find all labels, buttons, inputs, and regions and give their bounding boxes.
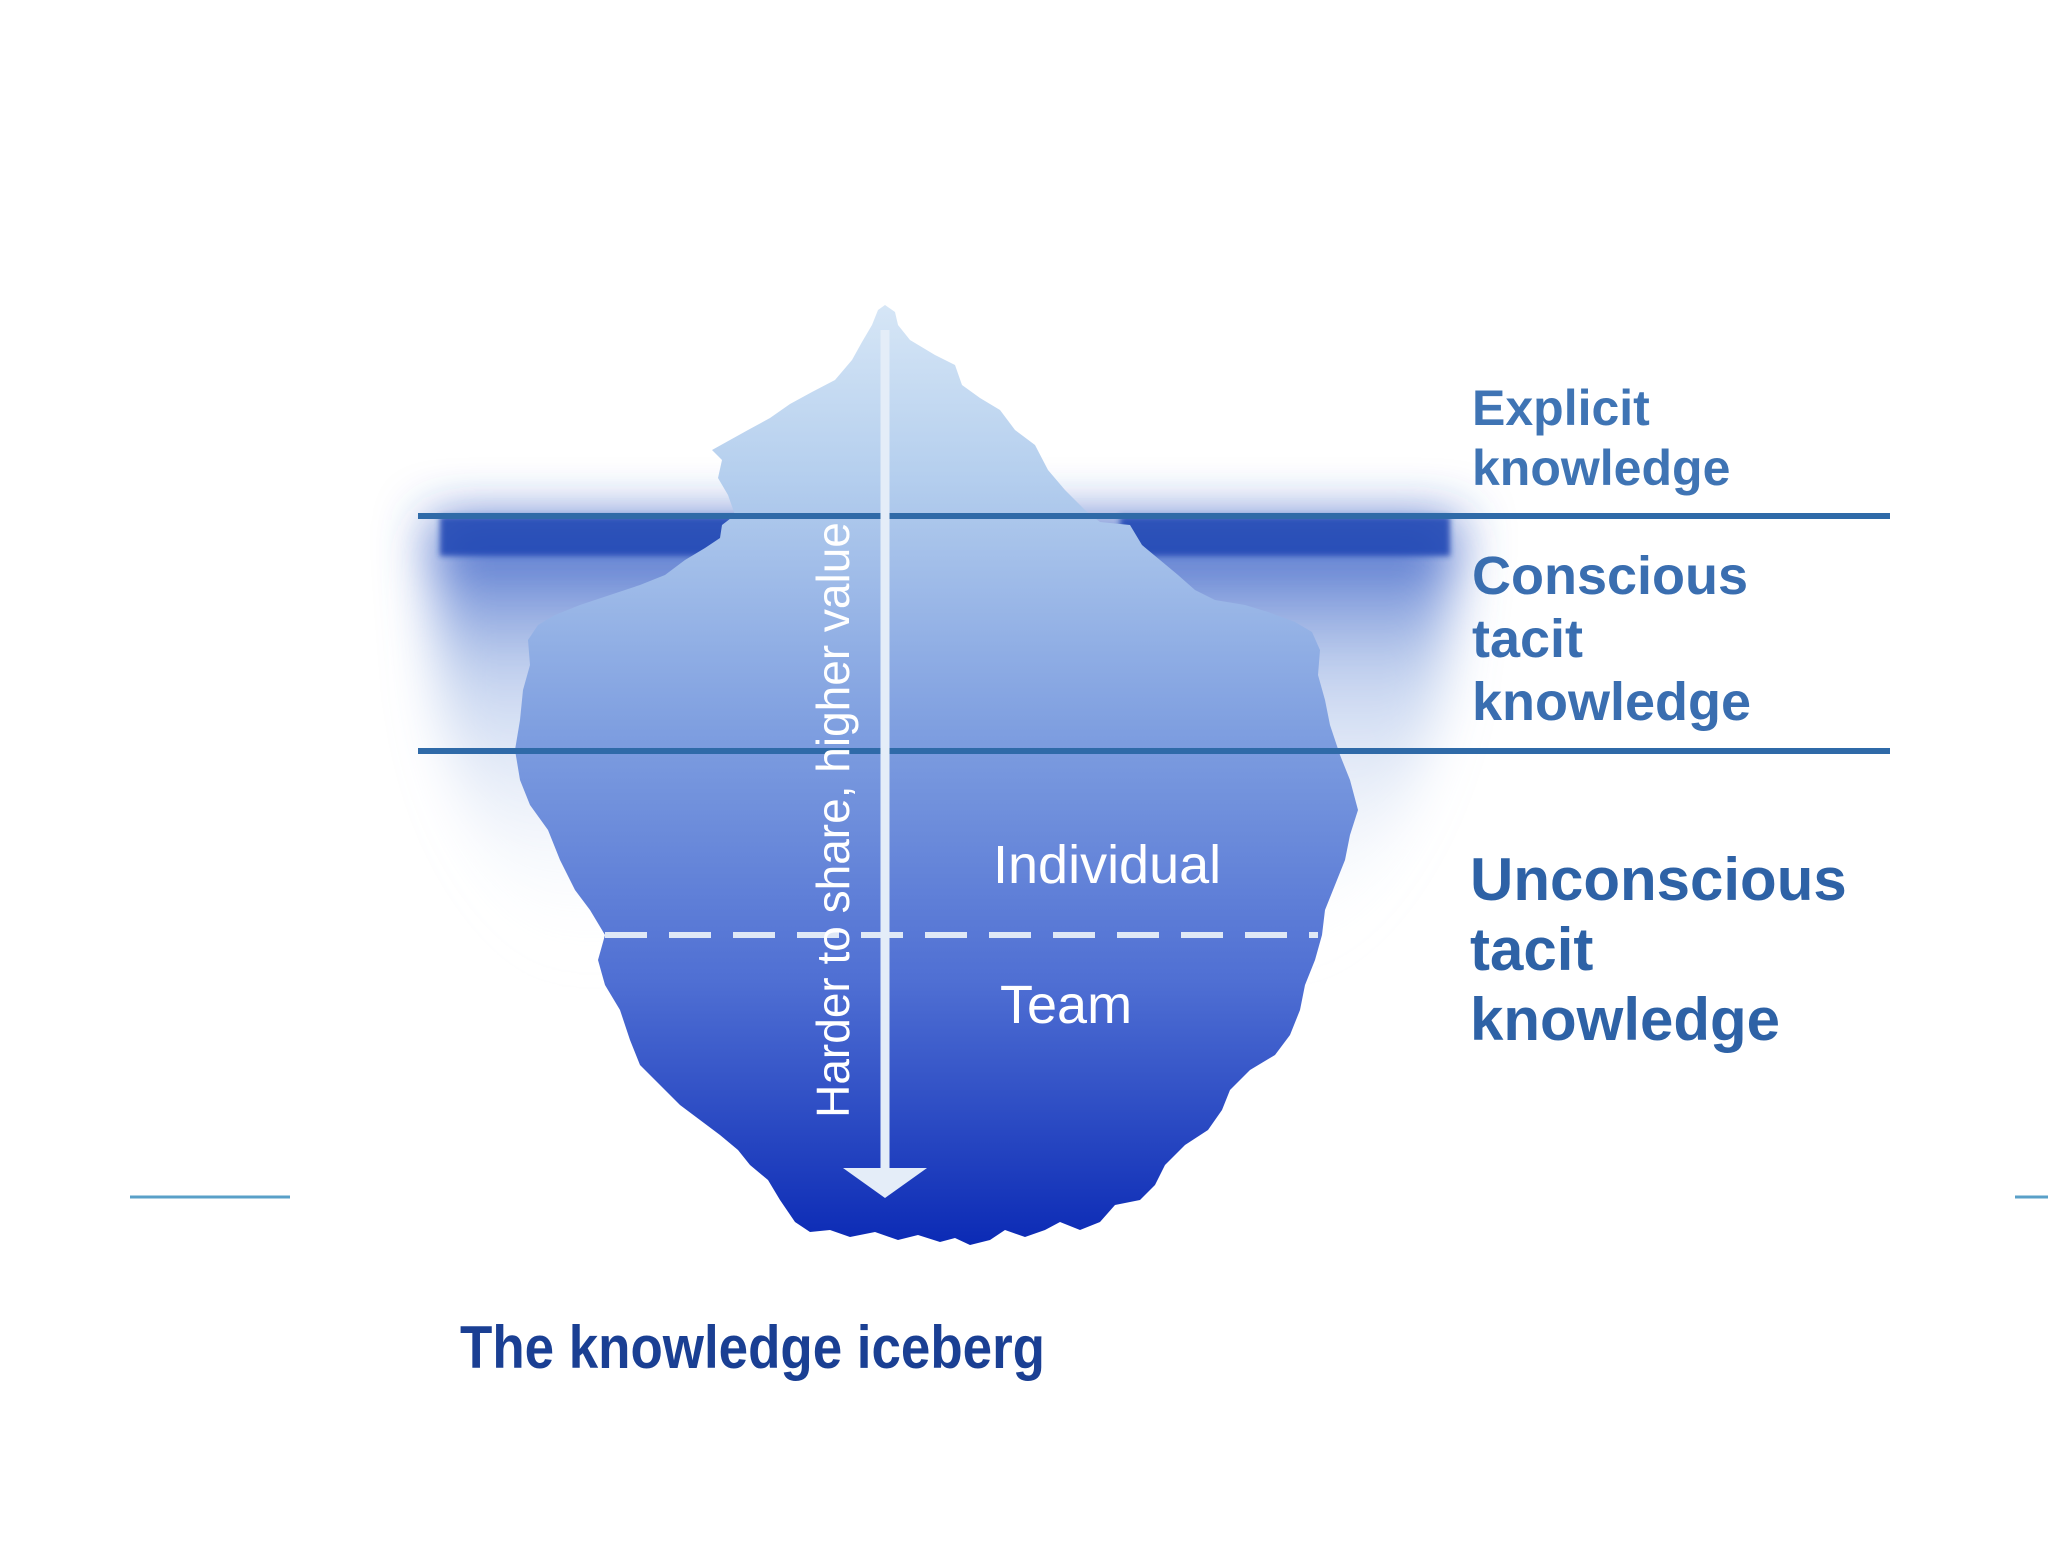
unconscious-line-2: tacit xyxy=(1470,916,1593,983)
conscious-line-3: knowledge xyxy=(1472,672,1751,732)
explicit-knowledge-label: Explicit knowledge xyxy=(1472,380,1730,496)
team-label: Team xyxy=(1000,975,1132,1035)
conscious-line-1: Conscious xyxy=(1472,546,1748,606)
iceberg-shape xyxy=(515,305,1358,1245)
unconscious-line-3: knowledge xyxy=(1470,986,1780,1053)
conscious-line-2: tacit xyxy=(1472,609,1583,669)
arrow-label: Harder to share, higher value xyxy=(807,522,859,1118)
unconscious-tacit-knowledge-label: Unconscious tacit knowledge xyxy=(1470,846,1847,1053)
diagram-caption: The knowledge iceberg xyxy=(460,1314,1045,1381)
individual-label: Individual xyxy=(993,835,1221,895)
unconscious-line-1: Unconscious xyxy=(1470,846,1847,913)
explicit-line-1: Explicit xyxy=(1472,380,1650,436)
conscious-tacit-knowledge-label: Conscious tacit knowledge xyxy=(1472,546,1751,732)
explicit-line-2: knowledge xyxy=(1472,440,1730,496)
